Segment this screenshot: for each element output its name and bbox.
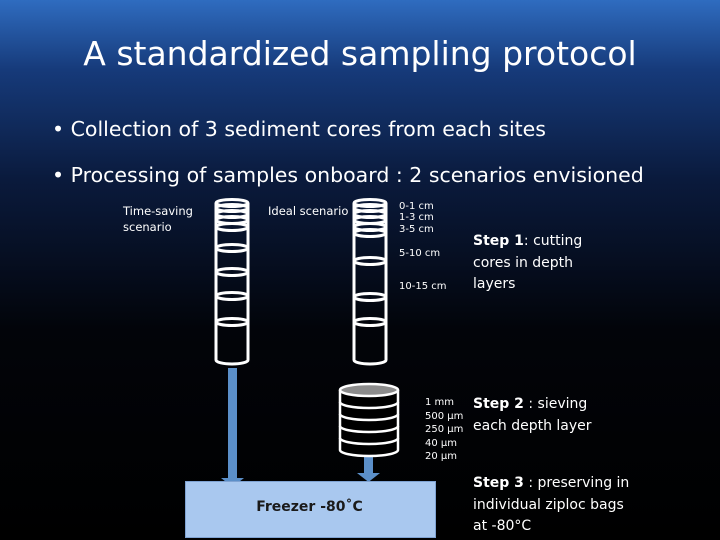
- sieve-mesh-label: 1 mm: [425, 397, 455, 408]
- ideal-core: [352, 198, 388, 366]
- sieve-stack: [338, 382, 400, 458]
- step1-description: : cutting cores in depth layers: [473, 233, 583, 292]
- step2-heading: Step 2: [473, 396, 524, 412]
- ideal-scenario-label: Ideal scenario: [268, 204, 349, 218]
- step2-description: : sieving each depth layer: [473, 396, 592, 434]
- bullet-processing: • Processing of samples onboard : 2 scen…: [52, 163, 644, 187]
- time-saving-arrow-shaft: [228, 368, 237, 481]
- time-saving-label-line2: scenario: [123, 220, 172, 234]
- depth-layer-label: 0-1 cm: [399, 201, 434, 212]
- step1-text: Step 1: cutting cores in depth layers: [473, 231, 613, 296]
- depth-layer-label: 5-10 cm: [399, 248, 441, 259]
- step2-text: Step 2 : sieving each depth layer: [473, 394, 613, 437]
- time-saving-scenario-label: Time-saving scenario: [123, 203, 193, 235]
- step1-heading: Step 1: [473, 233, 524, 249]
- step3-text: Step 3 : preserving in individual ziploc…: [473, 473, 633, 538]
- ideal-arrow-head: [357, 473, 380, 482]
- freezer-label: Freezer -80˚C: [256, 499, 363, 515]
- sieve-mesh-label: 40 µm: [425, 437, 458, 449]
- freezer-box: [185, 481, 436, 538]
- depth-layer-label: 1-3 cm: [399, 212, 434, 223]
- sieve-mesh-label: 20 µm: [425, 451, 458, 462]
- time-saving-core: [214, 198, 250, 366]
- ideal-arrow-shaft: [364, 455, 373, 475]
- sieve-mesh-label: 250 µm: [425, 424, 464, 435]
- sieve-mesh-label: 500 µm: [425, 410, 464, 422]
- time-saving-label-line1: Time-saving: [123, 204, 193, 218]
- sieve-mesh-list: 1 mm 500 µm 250 µm 40 µm 20 µm: [425, 396, 463, 464]
- bullet-collection: • Collection of 3 sediment cores from ea…: [52, 117, 546, 141]
- depth-layer-label: 10-15 cm: [399, 281, 447, 292]
- slide-title: A standardized sampling protocol: [83, 34, 637, 73]
- step3-description: : preserving in individual ziploc bags a…: [473, 475, 630, 534]
- depth-layer-label: 3-5 cm: [399, 224, 434, 235]
- step3-heading: Step 3: [473, 475, 524, 491]
